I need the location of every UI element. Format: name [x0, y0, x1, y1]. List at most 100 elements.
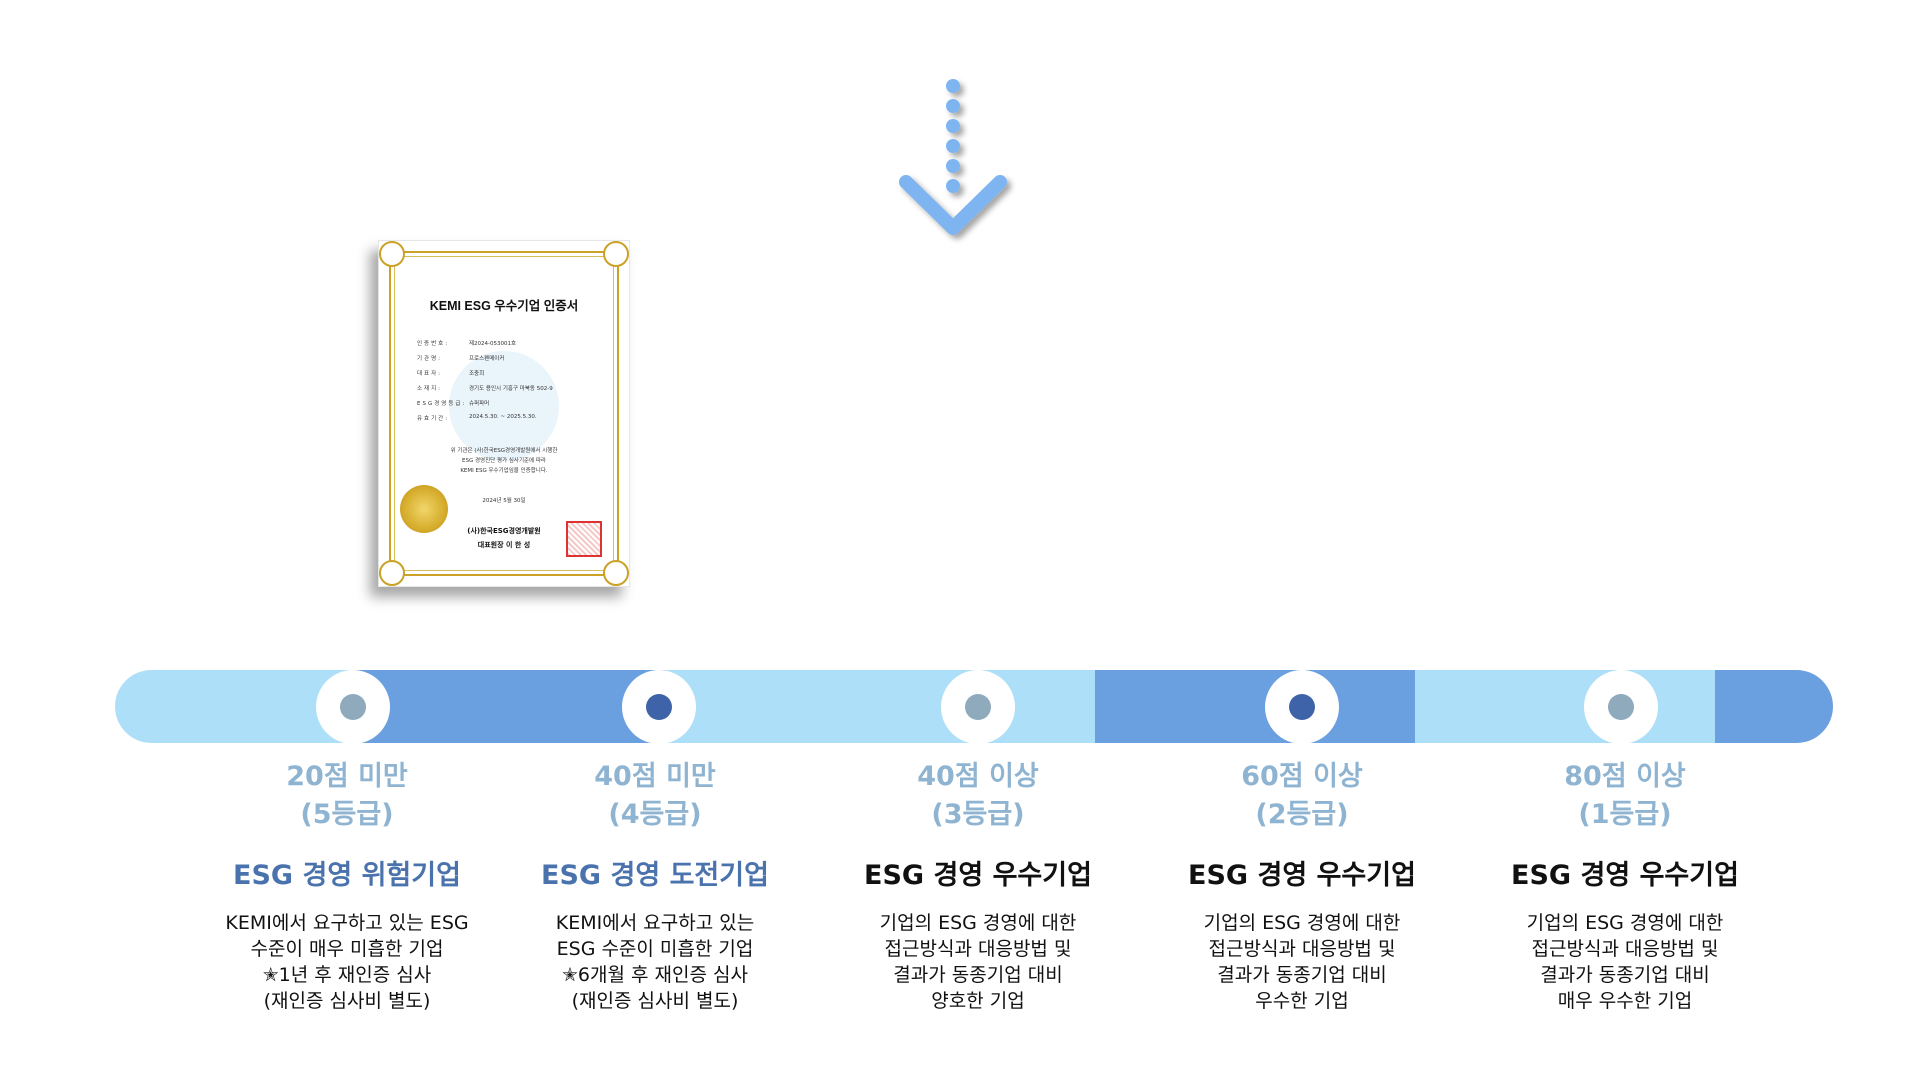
certificate-row: 유효기간:2024.5.30. ~ 2025.5.30. [417, 414, 609, 429]
description-text: 1년 후 재인증 심사 [278, 964, 432, 986]
timeline-segment [1095, 670, 1415, 743]
star-icon: ✭ [562, 964, 578, 986]
description-text: ESG 수준이 미흡한 기업 [556, 938, 754, 960]
timeline-node [1584, 670, 1658, 744]
description-line: 수준이 매우 미흡한 기업 [197, 936, 497, 962]
timeline-segment [1415, 670, 1715, 743]
certificate-row: 기관명: 프로스펜메이커 [417, 354, 609, 369]
description-line: (재인증 심사비 별도) [197, 988, 497, 1014]
description-line: (재인증 심사비 별도) [505, 988, 805, 1014]
grade-column: 40점 미만 (4등급) ESG 경영 도전기업 KEMI에서 요구하고 있는 ESG … [505, 758, 805, 1014]
certificate-frame [389, 251, 619, 576]
certificate-row: 소재지: 경기도 용인시 기흥구 마북동 502-9 [417, 384, 609, 399]
certificate-body-line: 위 기관은 (사)한국ESG경영개발원에서 시행한 [450, 448, 558, 454]
grade-score: 40점 이상 [917, 761, 1039, 792]
description-line: 기업의 ESG 경영에 대한 [828, 910, 1128, 936]
row-key: ESG경영등급: [417, 401, 467, 407]
grade-label: ESG 경영 우수기업 [1188, 860, 1416, 891]
row-key: 대표자: [417, 371, 443, 377]
grade-score: 40점 미만 [594, 761, 716, 792]
gold-seal-icon [400, 485, 448, 533]
certificate-row: 인증번호: 제2024-053001호 [417, 339, 609, 354]
certificate-issuer: (사)한국ESG경영개발원 대표원장 이 한 성 [449, 524, 559, 552]
description-line: ESG 수준이 미흡한 기업 [505, 936, 805, 962]
node-dot-icon [1289, 694, 1315, 720]
certificate-inner-frame [394, 256, 614, 571]
description-line: 결과가 동종기업 대비 [1152, 962, 1452, 988]
grade-level: (4등급) [608, 799, 702, 830]
corner-ornament-icon [603, 560, 629, 586]
description-line: 접근방식과 대응방법 및 [828, 936, 1128, 962]
row-key: 소재지: [417, 386, 443, 392]
star-icon: ✭ [262, 964, 279, 986]
description-line: 우수한 기업 [1152, 988, 1452, 1014]
issuer-org: (사)한국ESG경영개발원 [467, 527, 541, 535]
grade-score: 60점 이상 [1241, 761, 1363, 792]
row-value: 제2024-053001호 [469, 341, 517, 347]
row-key: 기관명: [417, 356, 443, 362]
description-text: 매우 우수한 기업 [1557, 990, 1693, 1012]
timeline-segment [1715, 670, 1833, 743]
row-value: 프로스펜메이커 [469, 356, 505, 362]
grade-score: 20점 미만 [286, 761, 408, 792]
grade-level: (2등급) [1255, 799, 1349, 830]
certificate-body-line: KEMI ESG 우수기업임을 인증합니다. [460, 468, 548, 474]
timeline-node [941, 670, 1015, 744]
grade-label: ESG 경영 우수기업 [1511, 860, 1739, 891]
description-line: ✭6개월 후 재인증 심사 [505, 962, 805, 988]
grade-label: ESG 경영 우수기업 [864, 860, 1092, 891]
description-line: 결과가 동종기업 대비 [1475, 962, 1775, 988]
row-value: 슈퍼파머 [469, 401, 490, 407]
node-dot-icon [646, 694, 672, 720]
grade-level: (5등급) [300, 799, 394, 830]
description-line: 접근방식과 대응방법 및 [1475, 936, 1775, 962]
description-line: ✭1년 후 재인증 심사 [197, 962, 497, 988]
grade-label: ESG 경영 도전기업 [541, 860, 769, 891]
description-text: 6개월 후 재인증 심사 [577, 964, 748, 986]
timeline-segment [665, 670, 1095, 743]
certificate-row: ESG경영등급:슈퍼파머 [417, 399, 609, 414]
row-key: 인증번호: [417, 341, 450, 347]
description-line: 매우 우수한 기업 [1475, 988, 1775, 1014]
description-text: KEMI에서 요구하고 있는 [555, 912, 755, 934]
certificate-date: 2024년 5월 30일 [482, 498, 526, 504]
grade-level: (1등급) [1578, 799, 1672, 830]
timeline-node [622, 670, 696, 744]
description-line: 양호한 기업 [828, 988, 1128, 1014]
certificate-row: 대표자:조충희 [417, 369, 609, 384]
description-text: 기업의 ESG 경영에 대한 [1526, 912, 1724, 934]
certificate-body-line: ESG 경영진단 평가 심사기준에 따라 [461, 458, 546, 464]
certificate-body: 위 기관은 (사)한국ESG경영개발원에서 시행한 ESG 경영진단 평가 심사기… [401, 446, 607, 476]
watermark-logo [449, 351, 559, 461]
description-text: 기업의 ESG 경영에 대한 [879, 912, 1077, 934]
description-text: 수준이 매우 미흡한 기업 [250, 938, 444, 960]
description-text: 결과가 동종기업 대비 [893, 964, 1063, 986]
description-text: 양호한 기업 [931, 990, 1025, 1012]
description-text: 기업의 ESG 경영에 대한 [1203, 912, 1401, 934]
description-line: 기업의 ESG 경영에 대한 [1475, 910, 1775, 936]
grade-timeline [115, 670, 1833, 743]
description-text: 접근방식과 대응방법 및 [884, 938, 1072, 960]
description-text: 접근방식과 대응방법 및 [1531, 938, 1719, 960]
issuer-signer: 대표원장 이 한 성 [477, 541, 531, 549]
description-line: 결과가 동종기업 대비 [828, 962, 1128, 988]
timeline-node [316, 670, 390, 744]
description-text: KEMI에서 요구하고 있는 ESG [225, 912, 469, 934]
row-value: 경기도 용인시 기흥구 마북동 502-9 [469, 386, 553, 392]
description-text: 우수한 기업 [1255, 990, 1349, 1012]
down-arrow-icon [899, 79, 1007, 235]
description-text: 결과가 동종기업 대비 [1540, 964, 1710, 986]
red-stamp-icon [566, 521, 602, 557]
corner-ornament-icon [379, 560, 405, 586]
grade-level: (3등급) [931, 799, 1025, 830]
description-line: KEMI에서 요구하고 있는 ESG [197, 910, 497, 936]
